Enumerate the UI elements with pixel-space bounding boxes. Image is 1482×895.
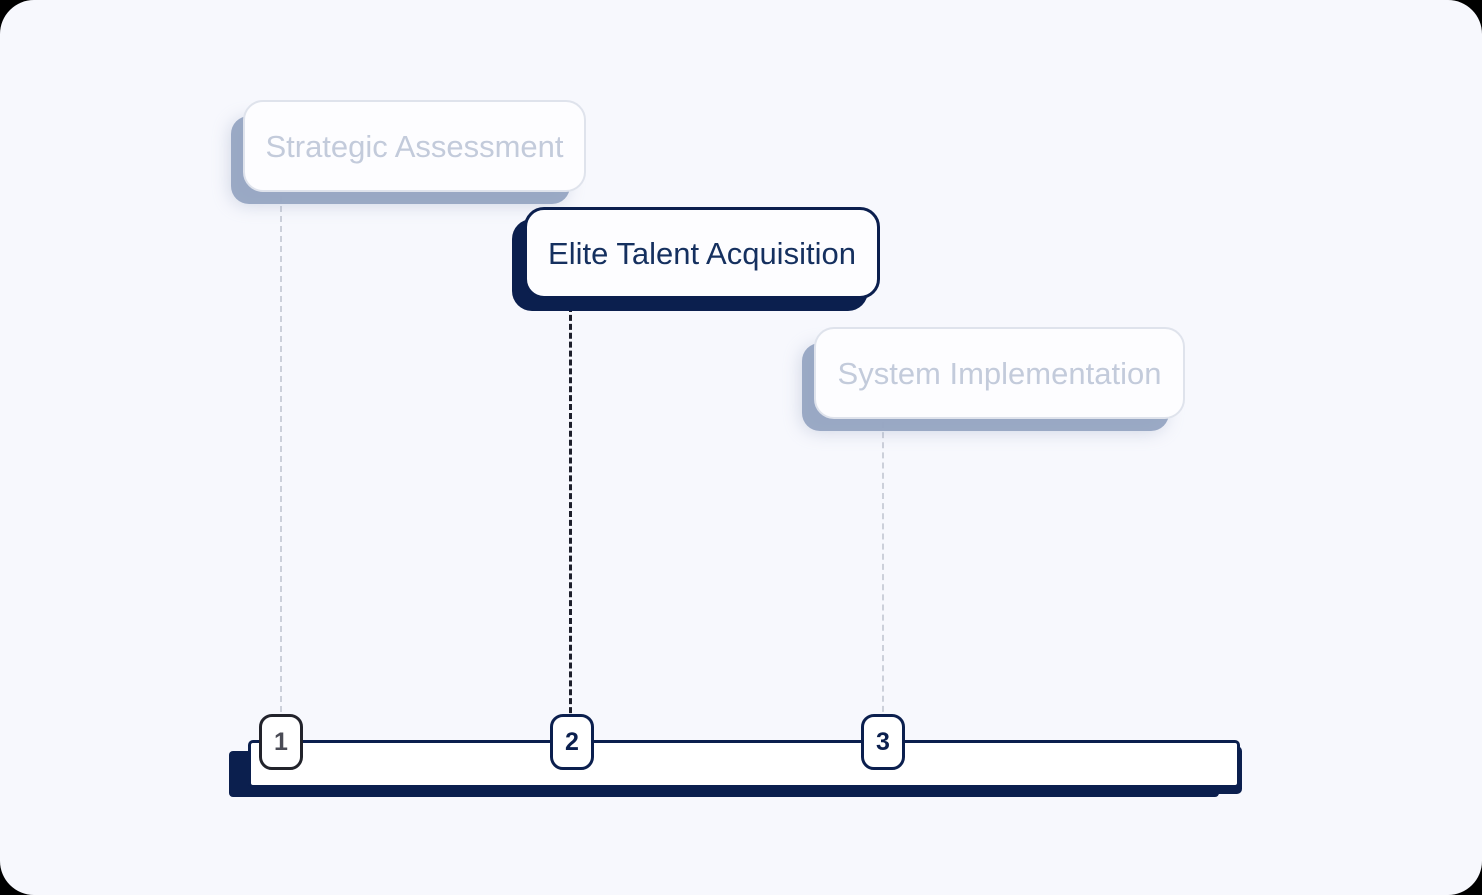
timeline-marker-3[interactable]: 3	[861, 714, 905, 770]
milestone-card-1[interactable]: Strategic Assessment	[243, 100, 586, 192]
milestone-label-3: System Implementation	[837, 355, 1162, 391]
milestone-card-3[interactable]: System Implementation	[814, 327, 1185, 419]
timeline-bar	[248, 740, 1240, 788]
timeline-marker-1[interactable]: 1	[259, 714, 303, 770]
milestone-label-2: Elite Talent Acquisition	[548, 235, 856, 271]
milestone-label-1: Strategic Assessment	[265, 128, 564, 164]
milestone-card-2[interactable]: Elite Talent Acquisition	[524, 207, 880, 299]
connector-line-2	[569, 306, 572, 722]
timeline-marker-2[interactable]: 2	[550, 714, 594, 770]
connector-line-1	[280, 196, 282, 722]
connector-line-3	[882, 422, 884, 722]
